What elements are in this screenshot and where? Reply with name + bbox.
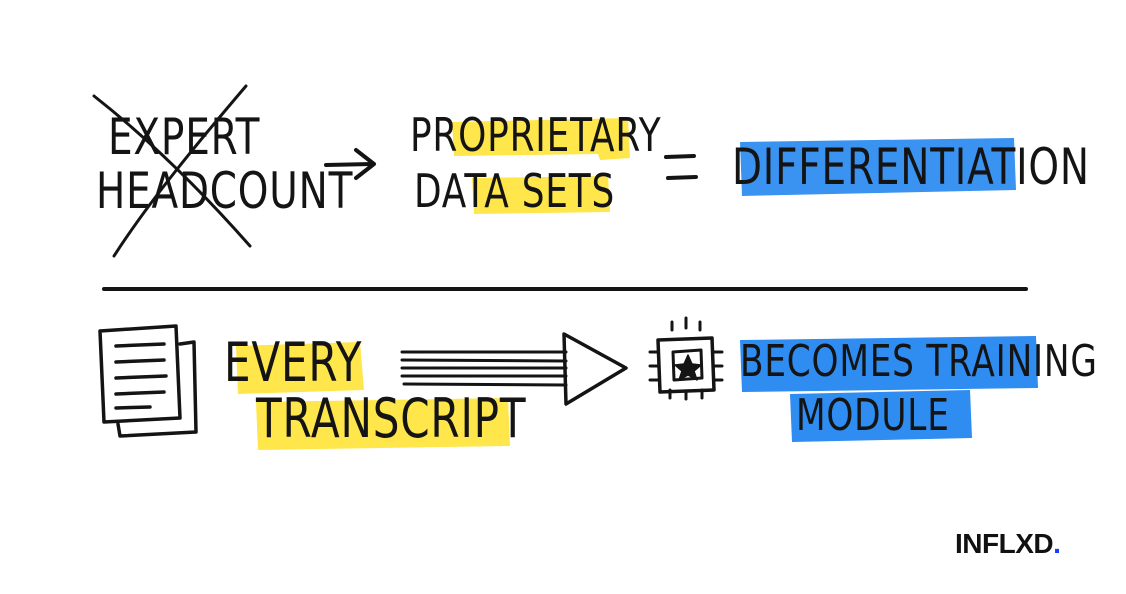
brand-logo: INFLXD. xyxy=(955,528,1061,560)
becomes-training-highlight xyxy=(740,336,1038,392)
proprietary-highlight xyxy=(452,118,630,160)
section-divider xyxy=(102,285,1028,291)
expert-label: EXPERT xyxy=(108,108,261,166)
cross-out-icon xyxy=(92,84,252,258)
data-sets-highlight xyxy=(472,176,610,214)
headcount-label: HEADCOUNT xyxy=(96,162,354,220)
double-line-arrow-icon xyxy=(400,332,628,406)
becomes-training-label: BECOMES TRAINING xyxy=(740,336,1098,387)
every-label: EVERY xyxy=(224,331,363,394)
brand-dot: . xyxy=(1053,528,1061,559)
brand-name: INFLXD xyxy=(955,528,1054,559)
module-label: MODULE xyxy=(796,390,950,441)
transcript-label: TRANSCRIPT xyxy=(256,387,527,450)
differentiation-label: DIFFERENTIATION xyxy=(732,138,1090,196)
every-highlight xyxy=(236,342,364,394)
module-highlight xyxy=(790,390,972,442)
differentiation-highlight xyxy=(740,138,1016,196)
transcript-highlight xyxy=(256,398,510,450)
chip-star-icon xyxy=(648,316,724,401)
document-stack-icon xyxy=(98,324,198,438)
data-sets-label: DATA SETS xyxy=(414,164,615,218)
proprietary-label: PROPRIETARY xyxy=(410,108,662,162)
equals-icon xyxy=(664,154,698,180)
arrow-icon xyxy=(324,148,376,180)
